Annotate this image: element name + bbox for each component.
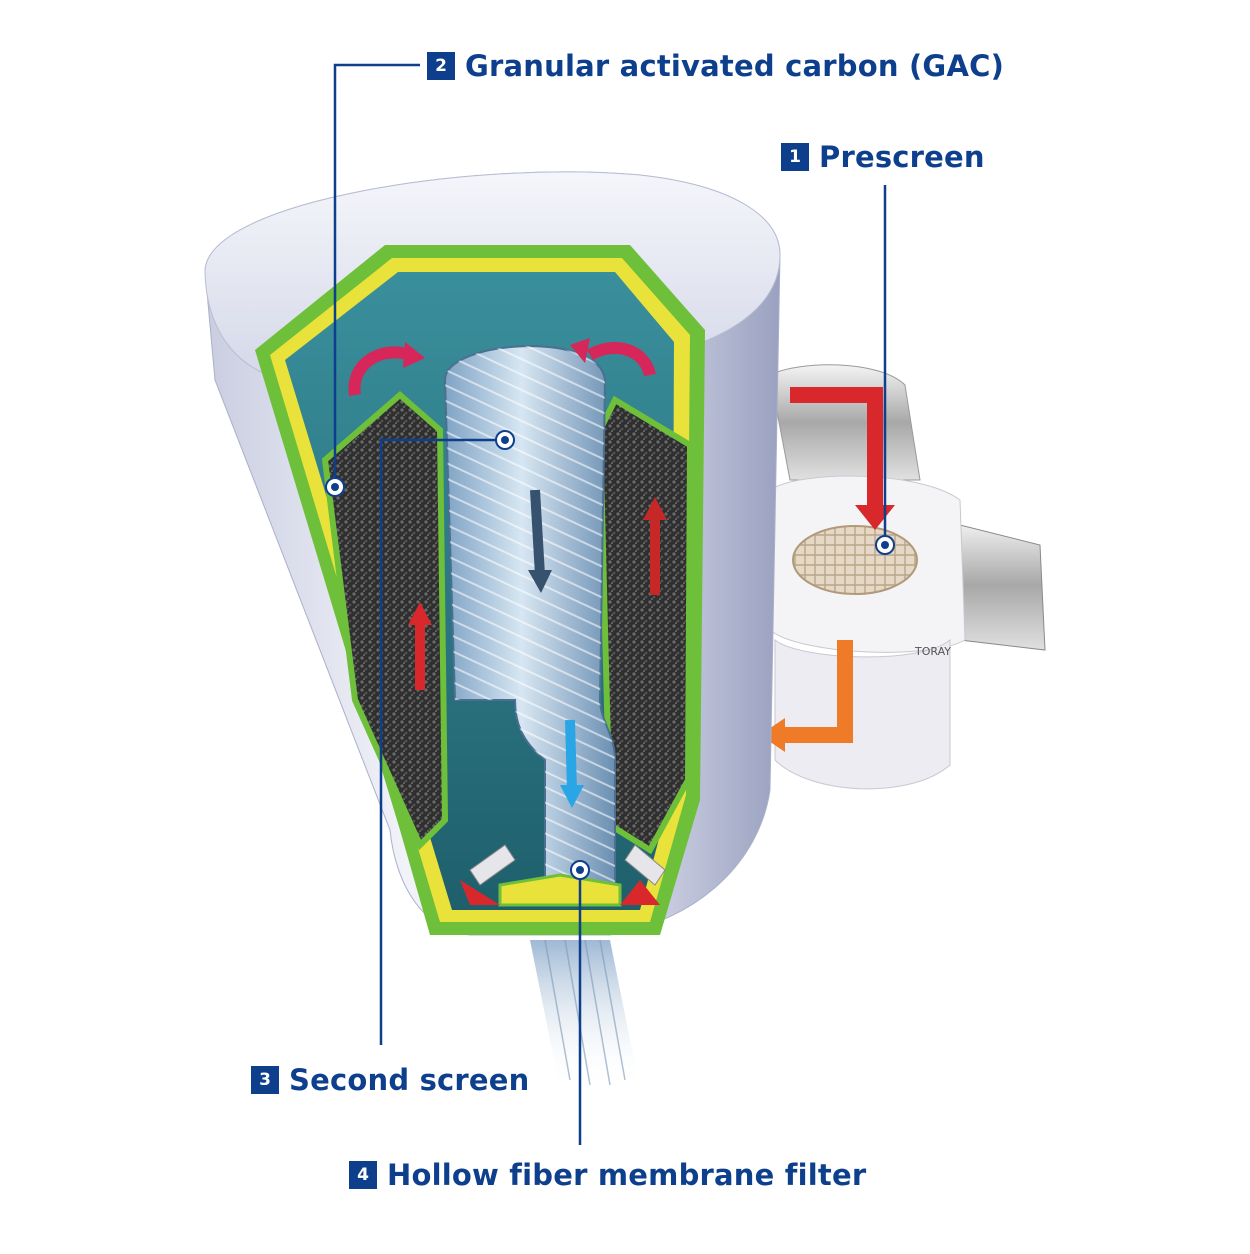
logo-text: TORAY [914, 645, 951, 658]
faucet-mount: TORAY [769, 364, 1046, 790]
leader-gac [333, 63, 420, 487]
callout-text: Granular activated carbon (GAC) [465, 49, 1005, 83]
prescreen-mesh [792, 525, 918, 595]
callout-second-screen: 3 Second screen [251, 1060, 530, 1100]
callout-number: 2 [427, 52, 455, 80]
callout-text: Hollow fiber membrane filter [387, 1158, 867, 1192]
internal-flow-arrows [348, 338, 667, 808]
callout-number: 4 [349, 1161, 377, 1189]
callout-gac: 2 Granular activated carbon (GAC) [427, 46, 1004, 86]
leader-lines [333, 63, 887, 1145]
cutaway-section [255, 245, 705, 935]
leader-dots [325, 430, 895, 880]
callout-prescreen: 1 Prescreen [781, 137, 985, 177]
callout-text: Second screen [289, 1063, 530, 1097]
gac-left [321, 391, 449, 851]
callout-number: 3 [251, 1066, 279, 1094]
callout-text: Prescreen [819, 140, 985, 174]
callout-number: 1 [781, 143, 809, 171]
callout-hollow-fiber: 4 Hollow fiber membrane filter [349, 1155, 866, 1195]
leader-second-screen [379, 438, 505, 1045]
water-stream [530, 939, 640, 1090]
